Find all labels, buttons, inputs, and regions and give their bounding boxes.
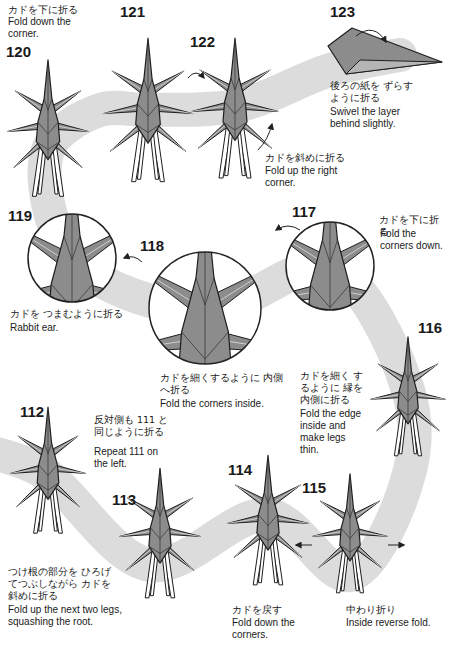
origami-figure — [227, 455, 308, 585]
instruction-english: Fold down the corners. — [232, 617, 332, 641]
origami-figure — [248, 165, 413, 428]
origami-figure — [10, 407, 85, 533]
side-view-figure — [328, 28, 442, 74]
instruction-english: Fold the corners inside. — [160, 398, 290, 410]
fold-arrow — [388, 545, 404, 546]
instruction-english: Swivel the layer behind slightly. — [330, 106, 418, 130]
step-number: 112 — [20, 404, 44, 420]
step-number: 115 — [302, 480, 326, 496]
instruction-japanese: カドを斜めに折る — [265, 152, 365, 164]
instruction-japanese: つけ根の部分を ひろげてつぶしながら カドを斜めに折る — [8, 566, 120, 602]
instruction-english: Repeat 111 on the left. — [94, 446, 174, 470]
instruction-english: Fold down the corner. — [8, 16, 74, 40]
instruction-japanese: 反対側も 111 と 同じように折る — [94, 414, 176, 438]
step-number: 120 — [6, 44, 31, 60]
instruction-japanese: カドを つまむように折る — [10, 308, 130, 320]
instruction-english: Fold the edge inside and make legs thin. — [300, 408, 366, 456]
instruction-japanese: カドを戻す — [232, 604, 332, 616]
fold-arrow — [276, 226, 300, 230]
step-number: 118 — [140, 238, 164, 254]
step-number: 113 — [112, 492, 136, 508]
fold-arrow — [124, 257, 142, 262]
step-number: 119 — [8, 208, 32, 224]
instruction-english: Fold up the next two legs, squashing the… — [8, 604, 126, 628]
step-number: 114 — [228, 462, 252, 478]
flow-band — [0, 55, 415, 575]
instruction-japanese: 中わり折り — [346, 604, 446, 616]
origami-figure — [103, 38, 193, 182]
step-number: 116 — [418, 320, 442, 336]
origami-figure — [119, 468, 200, 598]
fold-arrow — [188, 73, 204, 78]
zoom-circle — [0, 156, 160, 436]
step-number: 122 — [190, 34, 215, 50]
origami-figure — [7, 60, 89, 197]
origami-figure — [371, 337, 446, 456]
instruction-japanese: カドを細くするように 内側へ折る — [160, 372, 285, 396]
instruction-japanese: 後ろの紙を ずらすように折る — [330, 80, 422, 104]
fold-arrow — [296, 545, 312, 546]
instruction-english: Fold up the right corner. — [265, 165, 345, 189]
zoom-circle — [248, 165, 413, 428]
instruction-english: Rabbit ear. — [10, 322, 120, 334]
step-number: 123 — [330, 4, 355, 20]
step-number: 121 — [120, 4, 145, 20]
step-number: 117 — [292, 204, 316, 220]
instruction-japanese: カドを下に折る — [8, 4, 88, 16]
origami-figure — [0, 156, 160, 436]
instruction-japanese: カドを細く するように 縁を内側に折る — [300, 370, 366, 406]
instruction-english: Inside reverse fold. — [346, 617, 446, 629]
instruction-english: Fold the corners down. — [380, 228, 446, 252]
fold-arrow — [258, 124, 272, 150]
